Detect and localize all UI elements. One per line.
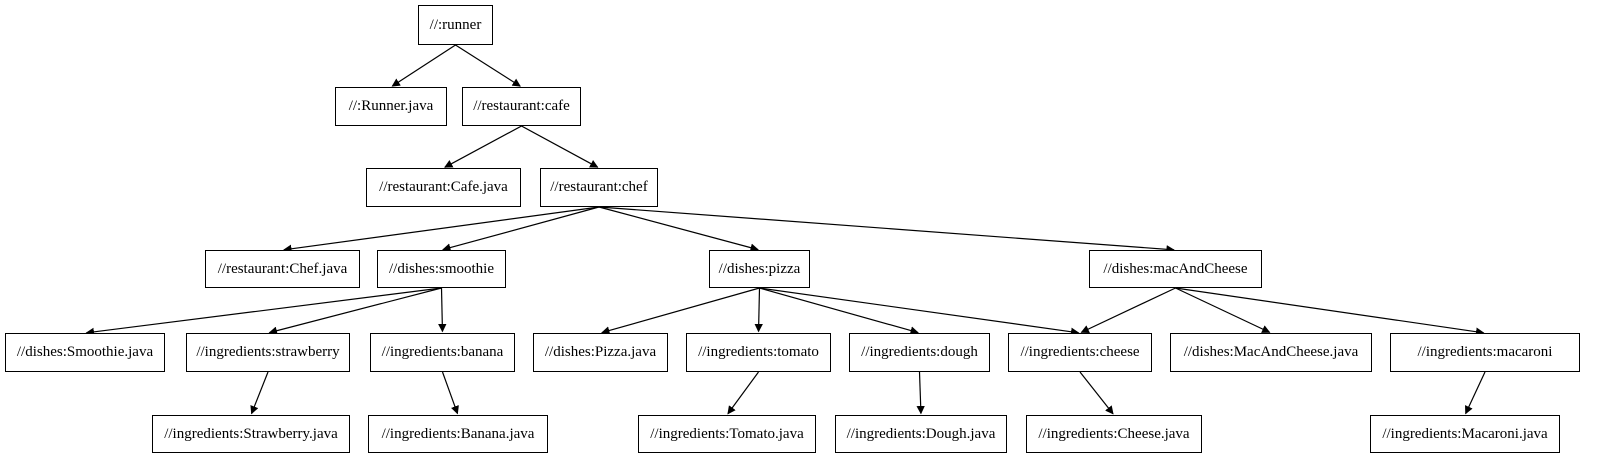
graph-node-label: //ingredients:macaroni [1417,344,1553,360]
graph-edge-runner-to-restaurant_cafe [455,44,521,87]
graph-node-smoothie_java[interactable]: //dishes:Smoothie.java [5,333,165,372]
graph-node-chef_java[interactable]: //restaurant:Chef.java [205,250,360,288]
graph-node-ing_strawberry[interactable]: //ingredients:strawberry [186,333,350,372]
graph-node-label: //dishes:macAndCheese [1103,260,1248,277]
graph-node-pizza_java[interactable]: //dishes:Pizza.java [533,333,668,372]
graph-node-label: //restaurant:Cafe.java [379,179,508,195]
graph-edge-dishes_mac-to-ing_macaroni [1175,287,1485,336]
graph-edge-dishes_smoothie-to-ing_strawberry [268,287,442,335]
graph-edge-restaurant_chef-to-dishes_pizza [598,206,759,252]
graph-node-dishes_smoothie[interactable]: //dishes:smoothie [377,250,506,288]
graph-node-label: //ingredients:Banana.java [381,425,535,442]
graph-edge-restaurant_cafe-to-cafe_java [444,125,522,168]
graph-edge-restaurant_chef-to-dishes_smoothie [442,206,600,252]
graph-node-cheese_java[interactable]: //ingredients:Cheese.java [1026,415,1202,453]
graph-edge-restaurant_chef-to-dishes_mac [598,206,1175,254]
graph-node-dishes_mac[interactable]: //dishes:macAndCheese [1089,250,1262,288]
graph-node-mac_java[interactable]: //dishes:MacAndCheese.java [1170,333,1372,372]
graph-edge-runner-to-runner_java [391,44,456,87]
graph-node-label: //:Runner.java [348,98,434,114]
graph-node-label: //ingredients:strawberry [196,344,340,360]
graph-node-tomato_java[interactable]: //ingredients:Tomato.java [638,415,816,453]
edges-group [85,44,1486,415]
graph-node-label: //ingredients:tomato [698,344,819,360]
graph-node-ing_dough[interactable]: //ingredients:dough [849,333,990,372]
graph-node-label: //dishes:Smoothie.java [16,344,154,360]
graph-node-runner_java[interactable]: //:Runner.java [335,87,447,126]
graph-node-label: //dishes:smoothie [389,260,494,277]
graph-edge-dishes_pizza-to-ing_dough [759,287,919,335]
graph-edge-dishes_mac-to-ing_cheese [1080,287,1176,333]
graph-node-label: //restaurant:chef [550,179,648,195]
graph-edge-dishes_pizza-to-ing_tomato [754,287,763,333]
graph-edge-dishes_pizza-to-pizza_java [601,287,760,335]
graph-node-restaurant_cafe[interactable]: //restaurant:cafe [462,87,581,126]
graph-edge-restaurant_chef-to-chef_java [283,206,600,253]
graph-node-label: //ingredients:cheese [1020,344,1140,360]
graph-edge-ing_banana-to-banana_java [441,371,459,415]
graph-node-label: //dishes:pizza [718,260,801,277]
graph-node-dough_java[interactable]: //ingredients:Dough.java [835,415,1007,453]
graph-edge-dishes_smoothie-to-smoothie_java [85,287,442,337]
graph-edge-dishes_smoothie-to-ing_banana [438,287,447,333]
graph-node-label: //dishes:MacAndCheese.java [1183,344,1359,360]
graph-node-ing_macaroni[interactable]: //ingredients:macaroni [1390,333,1580,372]
graph-edge-ing_macaroni-to-macaroni_java [1465,371,1486,415]
graph-node-macaroni_java[interactable]: //ingredients:Macaroni.java [1370,415,1560,453]
graph-node-label: //dishes:Pizza.java [544,344,657,360]
graph-node-label: //:runner [429,16,482,33]
graph-edge-dishes_mac-to-mac_java [1175,287,1271,333]
graph-node-strawberry_java[interactable]: //ingredients:Strawberry.java [152,415,350,453]
graph-node-label: //ingredients:banana [381,344,504,360]
graph-node-cafe_java[interactable]: //restaurant:Cafe.java [366,168,521,207]
graph-node-dishes_pizza[interactable]: //dishes:pizza [709,250,810,288]
graph-node-label: //restaurant:cafe [473,98,570,114]
graph-node-restaurant_chef[interactable]: //restaurant:chef [540,168,658,207]
graph-edge-restaurant_cafe-to-restaurant_chef [521,125,599,168]
graph-edge-ing_tomato-to-tomato_java [727,371,759,415]
graph-node-label: //ingredients:Tomato.java [650,425,804,442]
graph-node-ing_cheese[interactable]: //ingredients:cheese [1008,333,1152,372]
graph-node-label: //ingredients:dough [861,344,978,360]
graph-node-ing_tomato[interactable]: //ingredients:tomato [686,333,831,372]
graph-node-label: //ingredients:Macaroni.java [1382,425,1548,442]
graph-node-label: //ingredients:Strawberry.java [164,425,338,442]
graph-edge-ing_strawberry-to-strawberry_java [250,371,269,415]
graph-node-ing_banana[interactable]: //ingredients:banana [370,333,515,372]
graph-node-label: //ingredients:Dough.java [846,425,996,442]
graph-edge-dishes_pizza-to-ing_cheese [759,287,1080,336]
graph-node-runner[interactable]: //:runner [418,5,493,45]
graph-node-label: //restaurant:Chef.java [217,260,348,277]
graph-edge-ing_dough-to-dough_java [916,371,925,415]
graph-node-label: //ingredients:Cheese.java [1038,425,1190,442]
graph-edge-ing_cheese-to-cheese_java [1079,371,1114,415]
graph-node-banana_java[interactable]: //ingredients:Banana.java [368,415,548,453]
